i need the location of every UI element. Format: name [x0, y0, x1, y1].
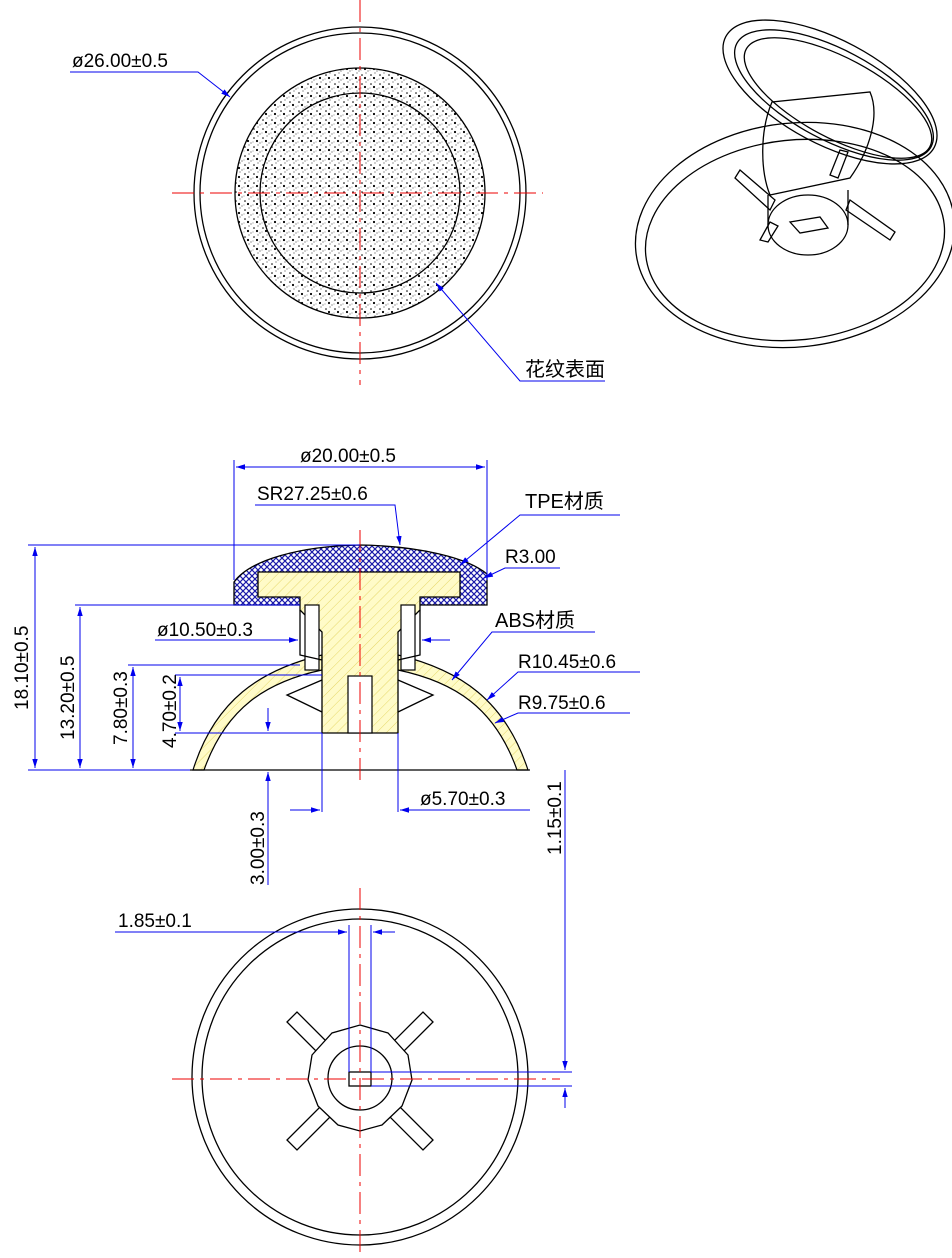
- r3-leader: [483, 567, 560, 579]
- iso-rib-1: [734, 169, 776, 212]
- abs-label: ABS材质: [495, 609, 575, 632]
- abs-leader: [451, 631, 595, 681]
- texture-label: 花纹表面: [525, 357, 605, 381]
- h-780-label: 7.80±0.3: [111, 671, 132, 745]
- section-view: ø20.00±0.5 SR27.25±0.6 TPE材质 R3.00 ABS材质…: [12, 446, 640, 885]
- skirt-flare-right: [397, 610, 421, 661]
- r3-label: R3.00: [505, 547, 556, 568]
- top-dia-label: ø26.00±0.5: [72, 51, 168, 72]
- iso-skirt-outer: [634, 121, 952, 349]
- bottom-view: 1.85±0.1 1.15±0.1: [115, 770, 572, 1255]
- texture-leader: [435, 282, 605, 382]
- dia-leader: [70, 71, 231, 98]
- iso-view: [634, 19, 952, 349]
- r975-leader: [494, 712, 630, 724]
- skirt-flare-left: [299, 610, 323, 661]
- h-115-label: 1.15±0.1: [545, 781, 566, 855]
- stem-slot-right: [400, 604, 416, 671]
- iso-cap-inner2: [743, 37, 933, 159]
- r1045-leader: [486, 671, 640, 701]
- iso-cap-inner: [733, 29, 935, 161]
- top-view: ø26.00±0.5 花纹表面: [70, 0, 605, 385]
- tpe-label: TPE材质: [525, 490, 604, 513]
- abs-skirt-right: [397, 654, 529, 771]
- tpe-leader: [459, 514, 620, 566]
- r1045-label: R10.45±0.6: [518, 652, 616, 673]
- iso-rib-2: [845, 198, 896, 241]
- iso-skirt-inner: [644, 138, 946, 342]
- hole-dia-label: ø5.70±0.3: [420, 789, 505, 810]
- iso-hub-side: [767, 190, 849, 225]
- r975-label: R9.75±0.6: [518, 693, 606, 714]
- h-470-label: 4.70±0.2: [160, 674, 181, 748]
- stem-dia-label: ø10.50±0.3: [157, 620, 253, 641]
- h-1320-label: 13.20±0.5: [58, 656, 79, 740]
- stem-slot-left: [304, 604, 320, 671]
- cone-rib-right: [397, 679, 435, 713]
- h-1810-label: 18.10±0.5: [12, 626, 33, 710]
- sr-leader: [255, 504, 402, 546]
- sr-label: SR27.25±0.6: [257, 484, 368, 505]
- iso-cap-outer: [722, 19, 938, 165]
- cone-rib-left: [285, 679, 323, 713]
- iso-stem: [762, 91, 875, 196]
- w-185-label: 1.85±0.1: [118, 911, 192, 932]
- top-dia-20-label: ø20.00±0.5: [300, 446, 396, 467]
- iso-rib-4: [759, 221, 779, 243]
- abs-skirt-left: [192, 654, 323, 771]
- iso-hub: [767, 194, 849, 256]
- iso-hub-hole: [788, 216, 830, 234]
- h-300-label: 3.00±0.3: [248, 811, 269, 885]
- iso-rib-3: [829, 149, 849, 179]
